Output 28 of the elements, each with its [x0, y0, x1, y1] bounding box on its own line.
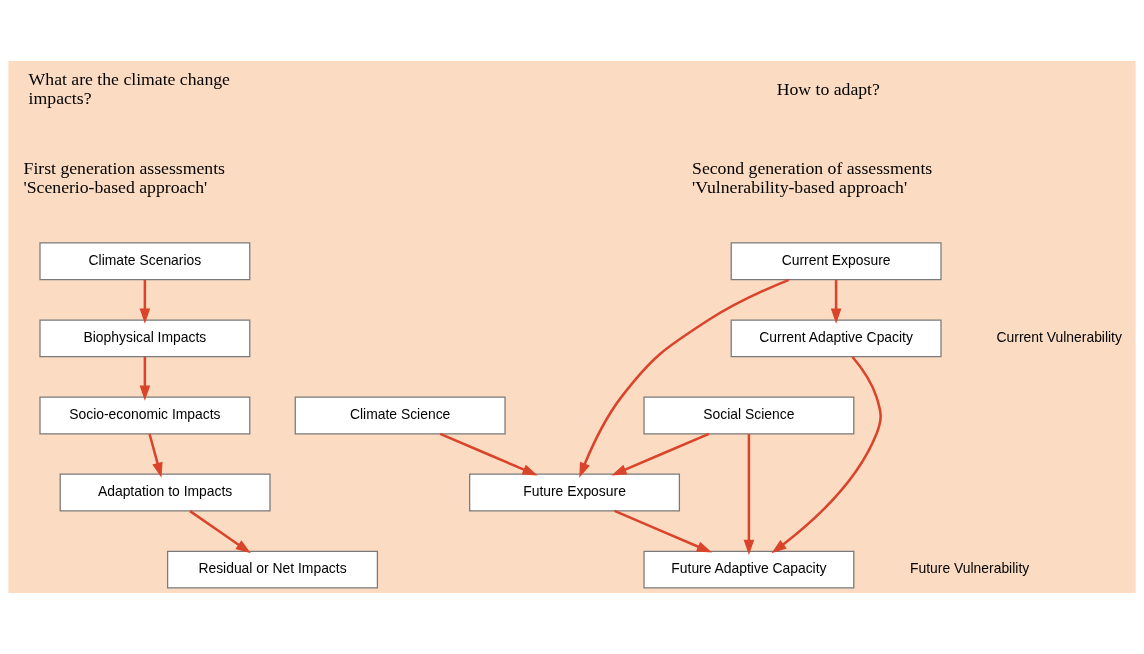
arrow [139, 279, 151, 324]
node-box: Future Adaptive Capacity [643, 550, 855, 589]
arrow [148, 433, 163, 478]
node-box: Current Exposure [730, 242, 942, 281]
label: First generation assessments 'Scenerio-based approach' [23, 157, 225, 197]
node-box: Social Science [643, 396, 855, 435]
node-box: Climate Science [294, 396, 506, 435]
arrow [189, 510, 251, 554]
node-box: Residual or Net Impacts [167, 550, 379, 589]
label: Current Vulnerability [996, 328, 1122, 345]
arrow [579, 278, 790, 478]
arrow [611, 432, 710, 476]
arrow [614, 509, 712, 553]
arrow [743, 434, 755, 555]
node-box: Climate Scenarios [39, 242, 251, 281]
label: How to adapt? [776, 78, 880, 99]
arrow [771, 355, 882, 554]
label: Second generation of assessments 'Vulnerability-based approach' [692, 157, 933, 197]
label: Future Vulnerability [910, 560, 1030, 577]
node-box: Future Exposure [469, 473, 681, 512]
node-box: Biophysical Impacts [39, 319, 251, 358]
node-box: Adaptation to Impacts [59, 473, 271, 512]
arrow [830, 279, 842, 324]
arrow [139, 356, 151, 401]
arrow [439, 432, 538, 476]
label: What are the climate change impacts? [28, 69, 230, 109]
node-box: Current Adaptive Cpacity [730, 319, 942, 358]
node-box: Socio-economic Impacts [39, 396, 251, 435]
